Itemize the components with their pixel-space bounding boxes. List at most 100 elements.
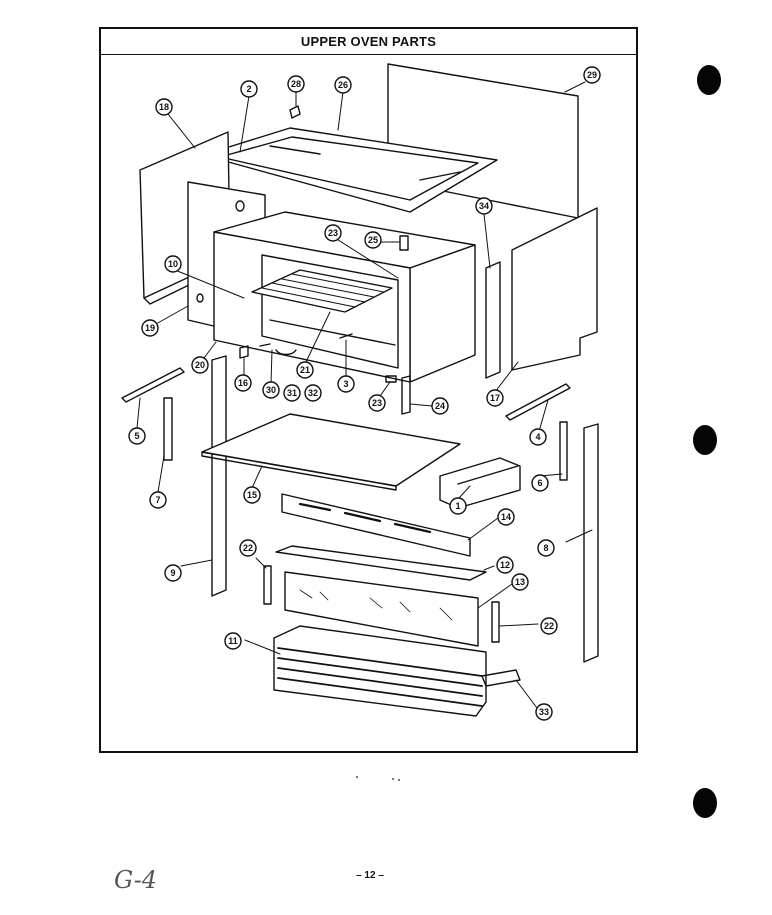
part-left-trim	[211, 355, 227, 597]
scan-speck	[392, 778, 394, 780]
part-switch	[399, 235, 409, 251]
callout-bubble	[239, 539, 257, 557]
part-door-hinge-left	[163, 397, 173, 461]
callout-bubble	[149, 491, 167, 509]
part-door-glass	[284, 571, 479, 647]
callout-label-5: 5	[134, 431, 139, 441]
callout-bubble	[529, 428, 547, 446]
part-door-spacer-left	[263, 565, 272, 605]
scan-speck	[356, 776, 358, 778]
callout-label-18: 18	[159, 102, 169, 112]
callout-bubble	[364, 231, 382, 249]
callout-label-6: 6	[537, 478, 542, 488]
callout-bubble	[240, 80, 258, 98]
callout-bubble	[164, 255, 182, 273]
callout-label-29: 29	[587, 70, 597, 80]
part-top-frame	[202, 127, 498, 213]
callout-label-19: 19	[145, 323, 155, 333]
part-side-liner-hole	[235, 200, 245, 212]
callout-label-23: 23	[372, 398, 382, 408]
part-right-side-panel	[511, 207, 598, 371]
callout-label-3: 3	[343, 379, 348, 389]
page-number: – 12 –	[356, 870, 384, 881]
callout-bubble	[191, 356, 209, 374]
callout-label-8: 8	[543, 543, 548, 553]
part-insulation-strip	[485, 261, 501, 379]
part-oven-rack	[251, 269, 393, 313]
callout-bubble	[486, 389, 504, 407]
part-right-trim	[583, 423, 599, 663]
part-element-pin	[339, 333, 353, 339]
callout-bubble	[155, 98, 173, 116]
callout-bubble	[540, 617, 558, 635]
leader-lines	[136, 81, 593, 709]
part-door-hinge-right	[559, 421, 568, 481]
binder-hole-top	[697, 65, 721, 95]
part-clip	[289, 105, 301, 119]
callout-label-13: 13	[515, 577, 525, 587]
callout-label-34: 34	[479, 201, 489, 211]
callout-label-25: 25	[368, 235, 378, 245]
callout-label-32: 32	[308, 388, 318, 398]
callout-bubble	[164, 564, 182, 582]
callout-label-22: 22	[243, 543, 253, 553]
callout-bubble	[141, 319, 159, 337]
part-vent-slots	[298, 502, 432, 534]
callout-bubble	[128, 427, 146, 445]
part-oven-rack-wires	[261, 273, 385, 308]
part-door-glass-glare	[299, 589, 453, 621]
callout-bubble	[368, 394, 386, 412]
callout-label-12: 12	[500, 560, 510, 570]
diagram-title: UPPER OVEN PARTS	[101, 29, 636, 55]
callout-bubble	[243, 486, 261, 504]
callout-label-16: 16	[238, 378, 248, 388]
part-left-rail	[121, 367, 185, 403]
callout-bubble	[287, 75, 305, 93]
callout-bubble	[531, 474, 549, 492]
callout-label-9: 9	[170, 568, 175, 578]
binder-hole-bottom	[693, 788, 717, 818]
part-small-fitting	[239, 345, 249, 359]
callout-label-15: 15	[247, 490, 257, 500]
callout-label-31: 31	[287, 388, 297, 398]
part-connector	[385, 375, 397, 383]
part-door-bracket	[481, 669, 521, 687]
callout-label-14: 14	[501, 512, 511, 522]
callout-bubble	[537, 539, 555, 557]
callout-bubble	[475, 197, 493, 215]
callout-bubble	[224, 632, 242, 650]
part-right-rail	[505, 383, 571, 421]
part-door-top-trim	[275, 545, 487, 581]
callout-bubble	[337, 375, 355, 393]
callout-bubble	[511, 573, 529, 591]
callout-label-22: 22	[544, 621, 554, 631]
callout-label-33: 33	[539, 707, 549, 717]
part-top-frame-inner	[219, 136, 479, 201]
callout-label-28: 28	[291, 79, 301, 89]
callout-bubble	[497, 508, 515, 526]
callout-bubble	[234, 374, 252, 392]
callout-label-20: 20	[195, 360, 205, 370]
callout-bubble	[496, 556, 514, 574]
part-outer-door-ribs	[277, 647, 483, 707]
part-channel-edge	[457, 465, 519, 485]
part-bracket	[401, 375, 411, 415]
callout-label-7: 7	[155, 495, 160, 505]
part-oven-cavity-right	[409, 244, 476, 383]
callout-bubble	[304, 384, 322, 402]
callout-bubble	[296, 361, 314, 379]
part-outer-door	[273, 625, 487, 717]
callout-bubble	[324, 224, 342, 242]
callout-label-24: 24	[435, 401, 445, 411]
part-channel	[439, 457, 521, 509]
callout-bubble	[431, 397, 449, 415]
callout-bubble	[449, 497, 467, 515]
part-oven-bottom-panel-edge	[201, 451, 397, 491]
handwritten-note: G-4	[114, 866, 157, 894]
callout-bubble	[283, 384, 301, 402]
callout-label-30: 30	[266, 385, 276, 395]
callout-label-10: 10	[168, 259, 178, 269]
callout-label-26: 26	[338, 80, 348, 90]
callout-label-23: 23	[328, 228, 338, 238]
